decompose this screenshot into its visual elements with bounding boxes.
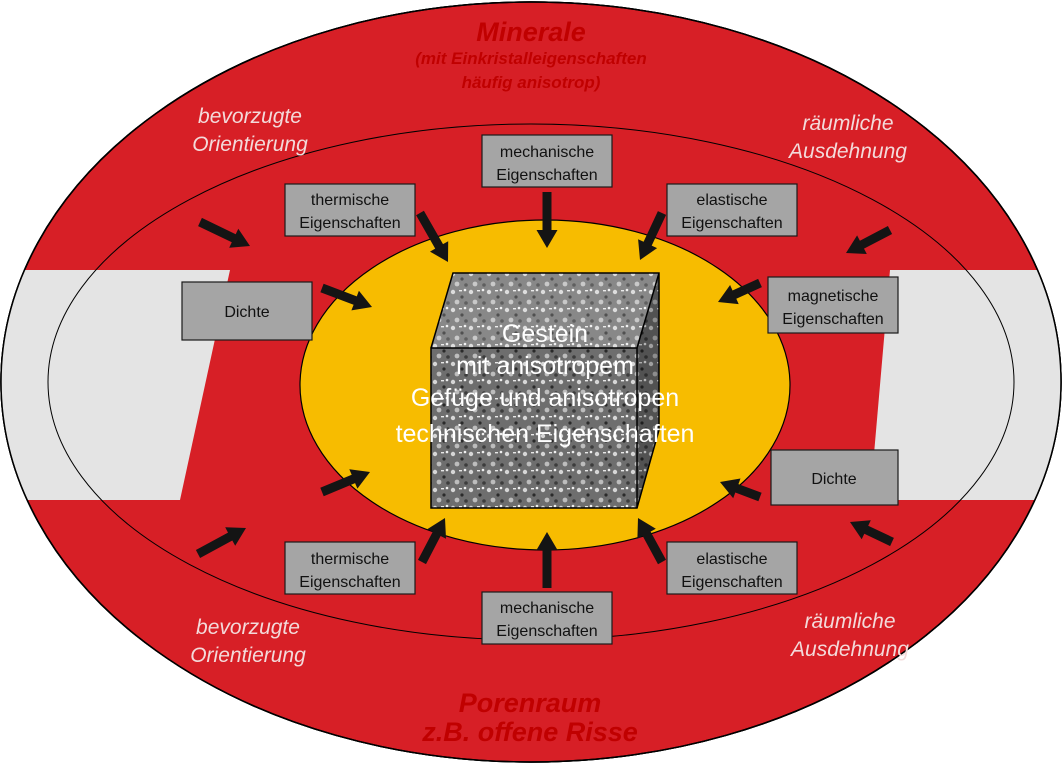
box-bottom-thermal: thermische Eigenschaften: [284, 541, 416, 595]
svg-text:Eigenschaften: Eigenschaften: [681, 574, 782, 591]
arrow-left-density-icon: [320, 283, 372, 311]
minerale-sub-1: (mit Einkristalleigenschaften: [415, 49, 646, 68]
arrow-top-thermal-icon: [416, 210, 449, 262]
minerale-title: Minerale: [476, 17, 586, 47]
svg-text:elastische: elastische: [696, 192, 767, 209]
center-line-2: mit anisotropem: [456, 352, 634, 380]
arrow-bottom-right-band-icon: [850, 520, 894, 547]
box-bottom-elastic: elastische Eigenschaften: [666, 541, 798, 595]
box-top-mechanical: mechanische Eigenschaften: [481, 134, 613, 188]
svg-text:Dichte: Dichte: [811, 471, 856, 488]
svg-text:mechanische: mechanische: [500, 600, 594, 617]
svg-text:thermische: thermische: [311, 551, 389, 568]
rock-cube: [430, 272, 660, 509]
svg-text:Eigenschaften: Eigenschaften: [496, 623, 597, 640]
svg-text:Eigenschaften: Eigenschaften: [299, 215, 400, 232]
arrow-bottom-left-band-icon: [195, 527, 246, 558]
arrow-bottom-mechanical-icon: [536, 532, 558, 588]
box-right-density: Dichte: [770, 449, 899, 506]
svg-text:mechanische: mechanische: [500, 144, 594, 161]
arrow-right-magnetic-icon: [718, 278, 762, 305]
svg-text:Eigenschaften: Eigenschaften: [681, 215, 782, 232]
box-right-magnetic: magnetische Eigenschaften: [767, 276, 899, 334]
box-top-thermal: thermische Eigenschaften: [284, 183, 416, 237]
center-caption: Gestein mit anisotropem Gefüge und aniso…: [396, 320, 695, 448]
arrow-right-density-icon: [720, 478, 762, 502]
bottom-left-label-2: Orientierung: [190, 644, 306, 667]
svg-text:magnetische: magnetische: [788, 288, 879, 305]
svg-text:Eigenschaften: Eigenschaften: [782, 311, 883, 328]
top-left-label-2: Orientierung: [192, 133, 308, 156]
box-bottom-mechanical: mechanische Eigenschaften: [481, 591, 613, 645]
bottom-right-label-2: Ausdehnung: [789, 638, 909, 661]
arrow-bottom-thermal-icon: [418, 518, 446, 565]
box-top-elastic: elastische Eigenschaften: [666, 183, 798, 237]
arrow-top-right-band-icon: [846, 226, 893, 254]
center-line-1: Gestein: [502, 320, 588, 348]
arrow-left-lower-icon: [320, 469, 370, 497]
arrow-top-left-band-icon: [198, 217, 250, 248]
center-line-4: technischen Eigenschaften: [396, 420, 695, 448]
bottom-right-label-1: räumliche: [804, 610, 895, 633]
top-right-label-1: räumliche: [802, 112, 893, 135]
top-left-label-1: bevorzugte: [198, 105, 302, 128]
top-right-label-2: Ausdehnung: [787, 140, 907, 163]
porenraum-title: Porenraum: [459, 688, 602, 718]
bottom-left-label-1: bevorzugte: [196, 616, 300, 639]
box-left-density: Dichte: [181, 281, 313, 341]
svg-text:Eigenschaften: Eigenschaften: [299, 574, 400, 591]
svg-text:Eigenschaften: Eigenschaften: [496, 167, 597, 184]
arrow-top-elastic-icon: [638, 211, 667, 260]
arrow-bottom-elastic-icon: [637, 518, 666, 565]
center-line-3: Gefüge und anisotropen: [411, 384, 679, 412]
minerale-sub-2: häufig anisotrop): [462, 73, 601, 92]
arrow-top-mechanical-icon: [536, 192, 558, 248]
arrows: [195, 192, 894, 588]
svg-text:thermische: thermische: [311, 192, 389, 209]
svg-text:elastische: elastische: [696, 551, 767, 568]
svg-text:Dichte: Dichte: [224, 304, 269, 321]
porenraum-sub: z.B. offene Risse: [421, 717, 638, 747]
